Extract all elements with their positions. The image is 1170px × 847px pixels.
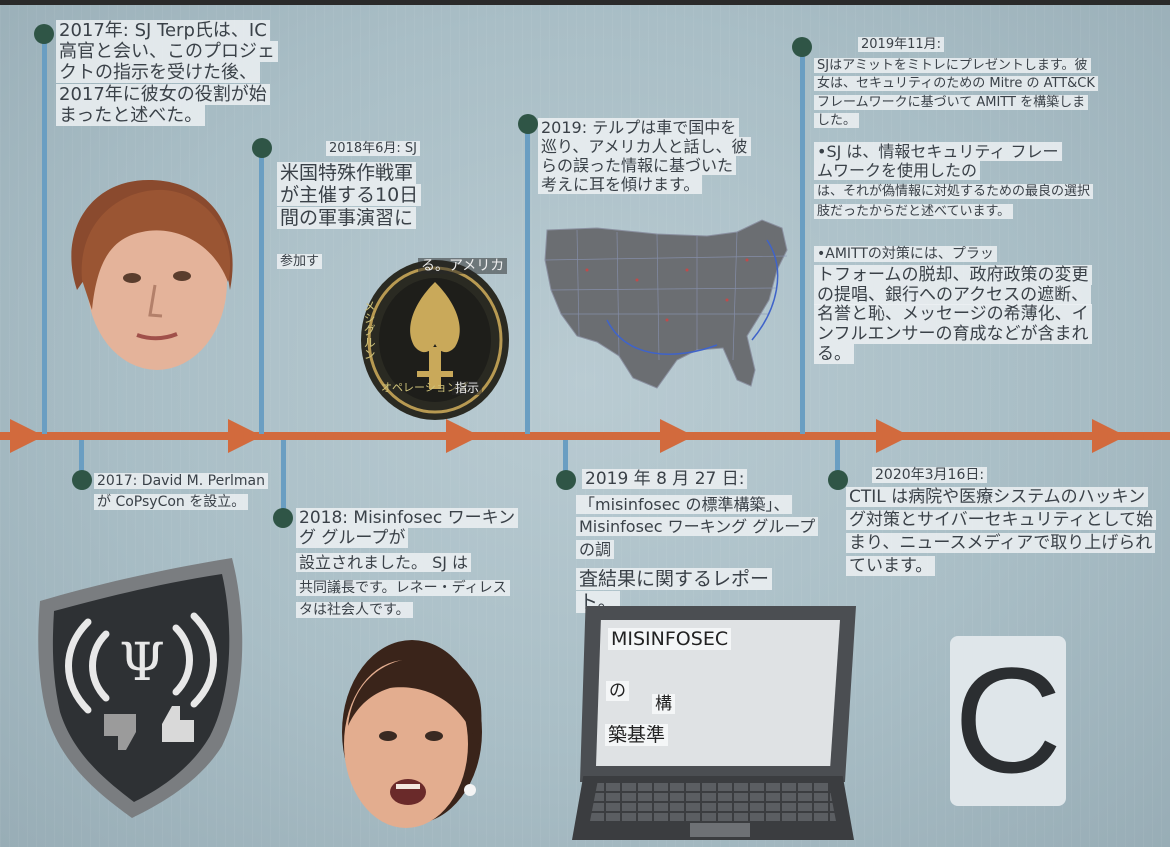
laptop-keyboard <box>590 783 836 821</box>
event-2019-nov-p1: SJはアミットをミトレにプレゼントします。彼女は、セキュリティのための Mitr… <box>814 57 1098 131</box>
event-2019-nov-p2a: •SJ は、情報セキュリティ フレームワークを使用したの <box>814 142 1069 181</box>
timeline-axis <box>0 432 1170 440</box>
event-title: 2019 年 8 月 27 日: <box>582 469 748 489</box>
badge-text: オペレーションズ <box>381 381 469 394</box>
axis-arrow-icon <box>1092 419 1126 453</box>
event-text: 米国特殊作戦軍が主催する10日間の軍事演習に <box>277 162 422 229</box>
laptop-text: MISINFOSEC <box>608 628 732 650</box>
event-2018-misinfosec: 2018: Misinfosec ワーキング グループが <box>296 508 531 549</box>
event-2019-nov-p2b: は、それが偽情報に対処するための最良の選択肢だったからだと述べています。 <box>814 182 1096 222</box>
laptop-text: 築基準 <box>605 724 669 746</box>
timeline-stem <box>800 46 805 434</box>
event-text: 2018: Misinfosec ワーキング グループが <box>296 508 519 549</box>
axis-arrow-icon <box>660 419 694 453</box>
laptop-text-3: 構 <box>652 694 675 714</box>
badge-text-right: 指示 <box>452 381 483 395</box>
laptop-text: 構 <box>652 694 675 714</box>
svg-text:Ψ: Ψ <box>119 633 165 693</box>
laptop-text: の <box>606 681 629 701</box>
event-text: 設立されました。 SJ は <box>296 553 472 572</box>
badge-text-top: る。アメリカ <box>418 258 508 275</box>
event-dot <box>252 138 272 158</box>
event-text: •AMITTの対策には、プラッ <box>814 246 997 262</box>
event-2018-misinfosec-2: 設立されました。 SJ は <box>296 553 531 573</box>
event-text: 「misinfosec の標準構築」、Misinfosec ワーキング グループ… <box>576 495 819 559</box>
event-text: SJはアミットをミトレにプレゼントします。彼女は、セキュリティのための Mitr… <box>814 58 1098 129</box>
event-text: 2019: テルプは車で国中を巡り、アメリカ人と話し、彼らの誤った情報に基づいた… <box>538 118 751 194</box>
event-title: 2020年3月16日: <box>872 467 988 483</box>
laptop-text-2: の <box>606 681 629 701</box>
portrait-diresta-icon <box>342 640 482 828</box>
timeline-stem <box>563 440 568 480</box>
timeline-stem <box>42 34 47 434</box>
laptop-trackpad <box>690 823 750 837</box>
event-2018-misinfosec-3: 共同議長です。レネー・ディレスタは社会人です。 <box>296 578 518 621</box>
event-2019-aug-title: 2019 年 8 月 27 日: <box>582 469 782 489</box>
timeline-stem <box>79 440 84 480</box>
event-2019-telp: 2019: テルプは車で国中を巡り、アメリカ人と話し、彼らの誤った情報に基づいた… <box>538 118 751 195</box>
event-2017-perlman: 2017: David M. Perlman が CoPsyCon を設立。 <box>94 471 269 513</box>
event-title: 2019年11月: <box>858 37 945 52</box>
timeline-stem <box>835 440 840 480</box>
event-dot <box>518 114 538 134</box>
event-2017-terp: 2017年: SJ Terp氏は、IC高官と会い、このプロジェクトの指示を受けた… <box>56 20 284 126</box>
event-dot <box>828 470 848 490</box>
event-text: は、それが偽情報に対処するための最良の選択肢だったからだと述べています。 <box>814 184 1094 220</box>
badge-text: る。アメリカ <box>418 258 508 274</box>
event-text: 2017年: SJ Terp氏は、IC高官と会い、このプロジェクトの指示を受けた… <box>56 20 278 126</box>
event-dot <box>34 24 54 44</box>
event-text: 参加す <box>277 254 323 269</box>
event-title: 2018年6月: SJ <box>326 141 420 156</box>
badge-text: 指示 <box>452 381 483 395</box>
event-2019-nov-p3a: •AMITTの対策には、プラッ <box>814 246 1044 263</box>
portrait-sj-terp-icon <box>71 179 233 370</box>
socom-badge-icon <box>361 260 509 420</box>
event-text: CTIL は病院や医療システムのハッキング対策とサイバーセキュリティとして始まり… <box>846 487 1157 576</box>
event-dot <box>792 37 812 57</box>
event-text: 共同議長です。レネー・ディレスタは社会人です。 <box>296 580 510 618</box>
event-dot <box>72 470 92 490</box>
badge-text: メシグルン <box>362 300 377 360</box>
timeline-stem <box>259 148 264 434</box>
axis-arrow-icon <box>446 419 480 453</box>
axis-arrow-icon <box>10 419 44 453</box>
timeline-stem <box>281 440 286 518</box>
axis-arrow-icon <box>876 419 910 453</box>
event-2020-title: 2020年3月16日: <box>872 467 1012 484</box>
top-bar <box>0 0 1170 5</box>
axis-arrow-icon <box>228 419 262 453</box>
laptop-text-1: MISINFOSEC <box>608 628 732 650</box>
event-2018-june-title: 2018年6月: SJ <box>326 141 456 156</box>
event-2018-june: 米国特殊作戦軍が主催する10日間の軍事演習に <box>277 162 427 229</box>
timeline-stem <box>525 124 530 434</box>
event-2018-june-tail: 参加す <box>277 254 357 269</box>
copsycon-shield-icon: Ψ <box>38 558 243 818</box>
badge-text-bottom: オペレーションズ <box>378 381 472 395</box>
ctil-logo-letter: C <box>953 636 1063 804</box>
event-2019-aug: 「misinfosec の標準構築」、Misinfosec ワーキング グループ… <box>576 494 819 561</box>
laptop-text-4: 築基準 <box>605 724 669 746</box>
event-2019-nov-title: 2019年11月: <box>858 37 968 52</box>
badge-text-left: メシグルン <box>362 300 376 360</box>
event-text: •SJ は、情報セキュリティ フレームワークを使用したの <box>814 142 1062 181</box>
event-text: 2017: David M. Perlman が CoPsyCon を設立。 <box>94 473 268 510</box>
event-2019-nov-p3b: トフォームの脱却、政府政策の変更の提唱、銀行へのアクセスの遮断、名誉と恥、メッセ… <box>814 265 1096 365</box>
ctil-logo-icon <box>950 636 1066 806</box>
event-dot <box>273 508 293 528</box>
event-2020: CTIL は病院や医療システムのハッキング対策とサイバーセキュリティとして始まり… <box>846 486 1162 578</box>
event-text: トフォームの脱却、政府政策の変更の提唱、銀行へのアクセスの遮断、名誉と恥、メッセ… <box>814 265 1092 364</box>
event-dot <box>556 470 576 490</box>
us-map-icon <box>544 219 788 389</box>
